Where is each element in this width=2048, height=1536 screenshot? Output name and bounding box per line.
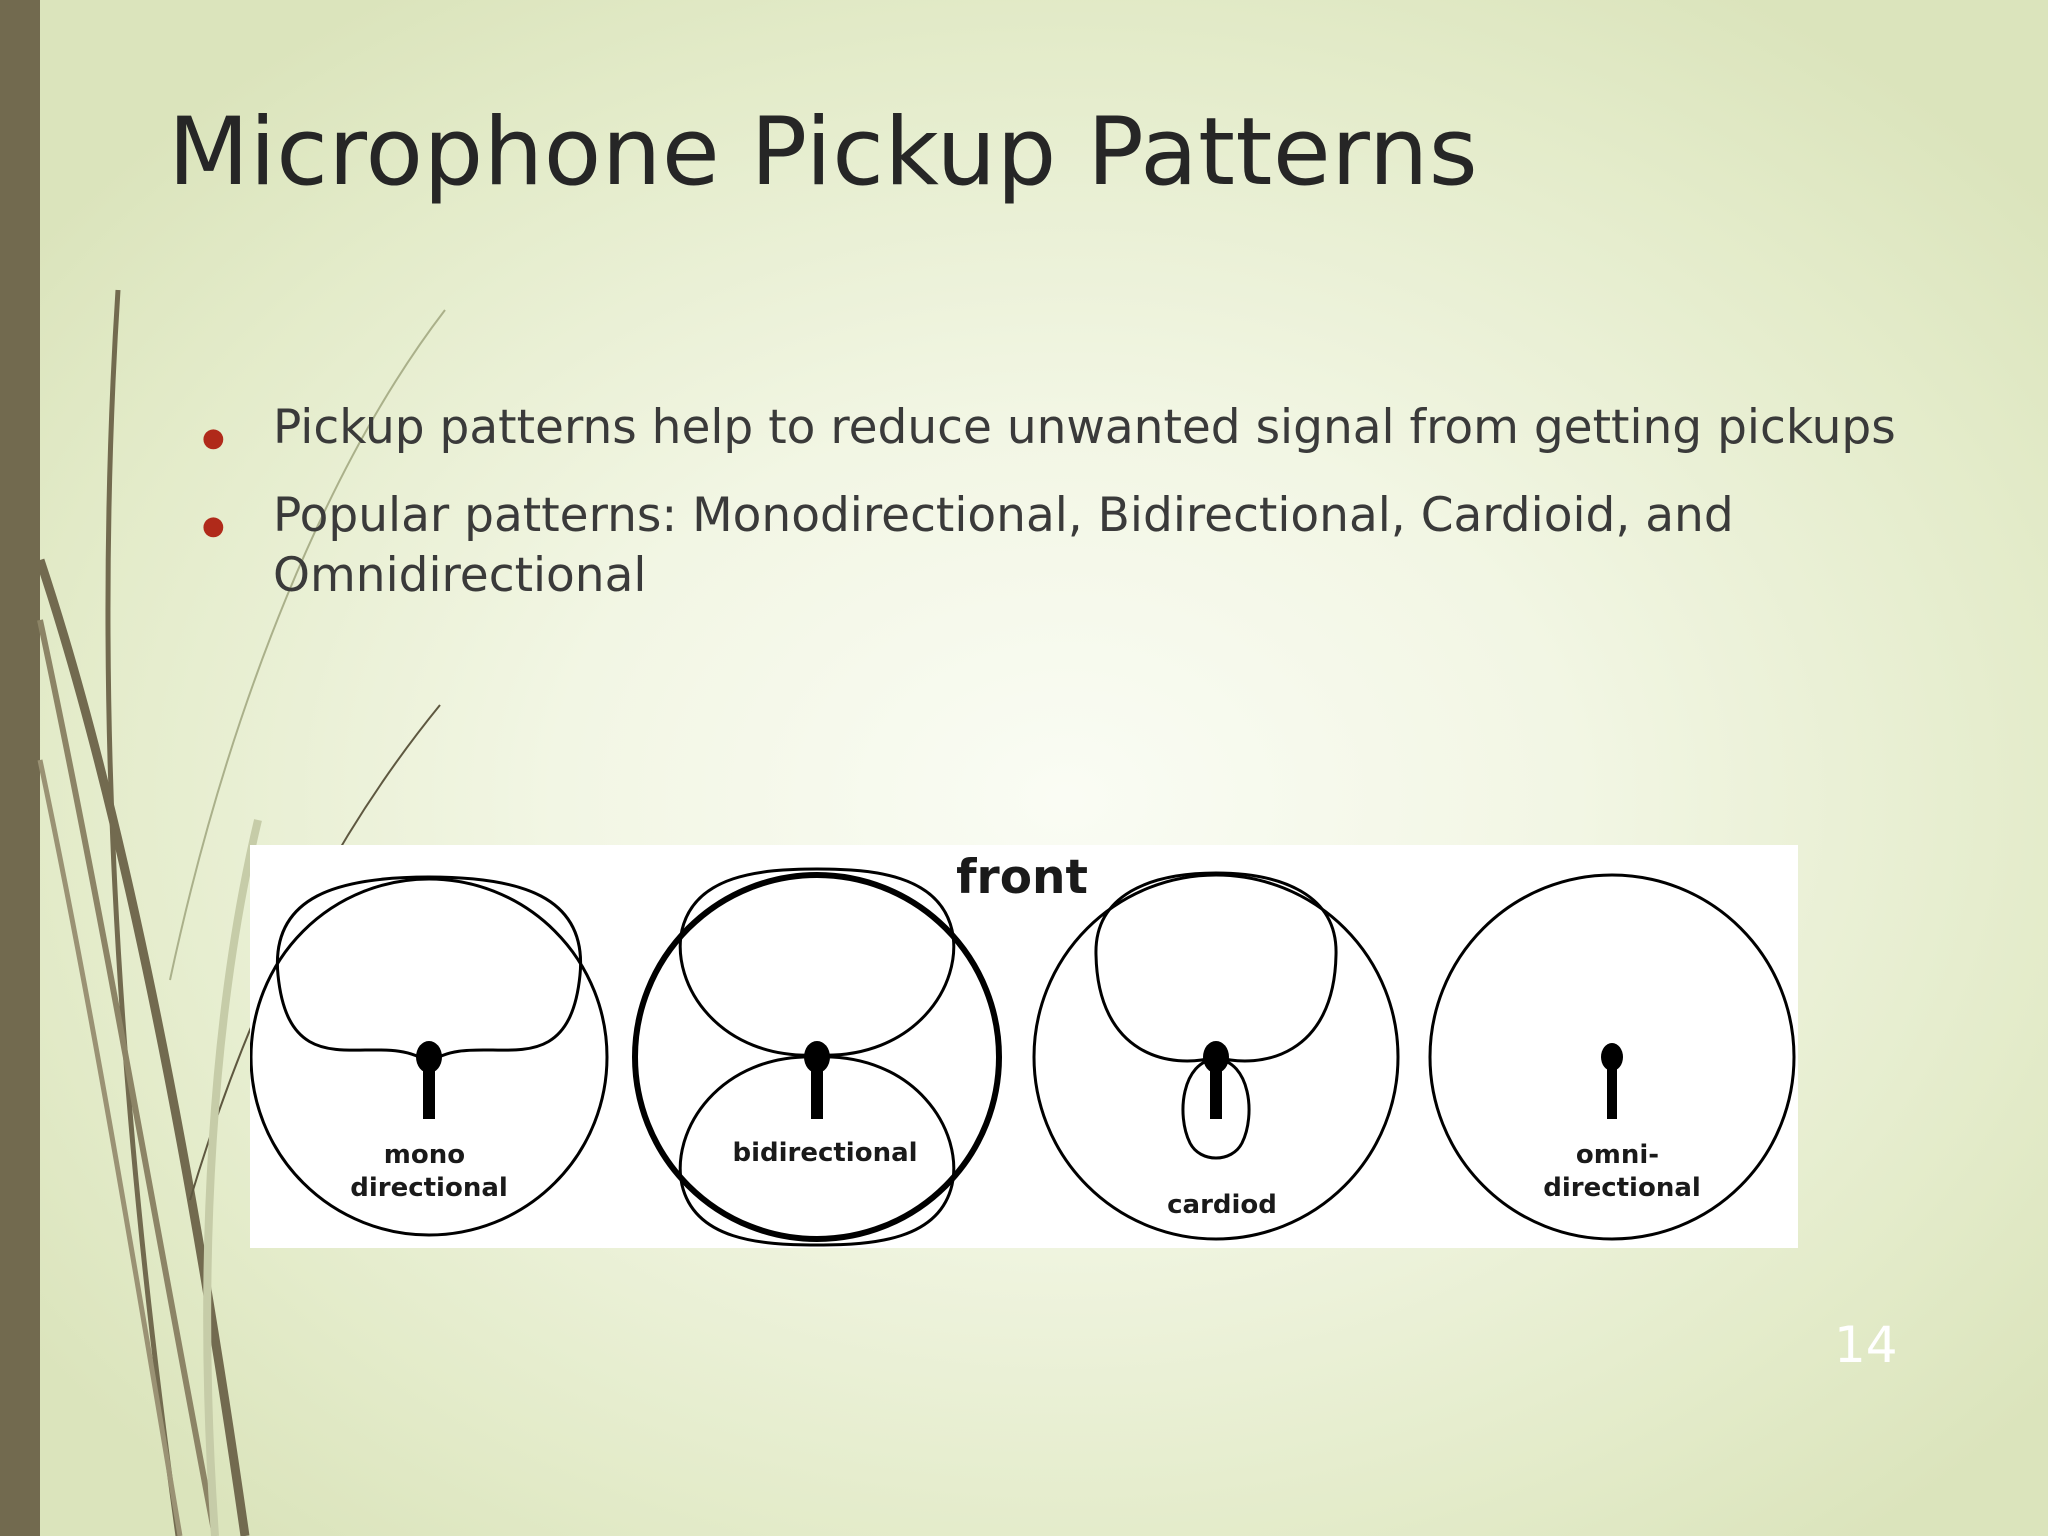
front-lobe [678, 867, 956, 1057]
omnidirectional-pattern: omni- directional [1428, 873, 1796, 1241]
outer-circle [1032, 873, 1400, 1241]
left-accent-bar [0, 0, 40, 1536]
bullet-item: ● Popular patterns: Monodirectional, Bid… [196, 486, 1896, 606]
pickup-patterns-figure: front mono directional bidirectional [250, 845, 1798, 1248]
bullet-text: Pickup patterns help to reduce unwanted … [273, 400, 1896, 455]
pattern-label: omni- directional [1543, 1140, 1701, 1203]
bullet-item: ● Pickup patterns help to reduce unwante… [196, 398, 1896, 458]
microphone-icon [804, 1041, 830, 1119]
outer-circle [632, 872, 1002, 1242]
outer-circle [1428, 873, 1796, 1241]
microphone-icon [416, 1041, 442, 1119]
pattern-label: mono directional [350, 1140, 508, 1203]
slide-page-number: 14 [1834, 1316, 1898, 1374]
pattern-label: bidirectional [732, 1138, 917, 1168]
bullet-text: Popular patterns: Monodirectional, Bidir… [273, 488, 1734, 603]
outer-circle [250, 877, 609, 1237]
rear-lobe [678, 1055, 956, 1247]
monodirectional-pattern: mono directional [250, 875, 609, 1237]
bullet-dot-icon: ● [202, 423, 225, 453]
front-heading: front [956, 850, 1088, 905]
rear-lobe [1181, 1057, 1251, 1160]
pattern-label: cardiod [1167, 1190, 1277, 1220]
bullet-dot-icon: ● [202, 511, 225, 541]
microphone-icon [1203, 1041, 1229, 1119]
pickup-lobe [275, 875, 583, 1065]
front-lobe [1094, 871, 1338, 1063]
bullet-list: ● Pickup patterns help to reduce unwante… [196, 398, 1896, 634]
cardioid-pattern: cardiod [1032, 871, 1400, 1241]
decorative-grass-strokes [35, 289, 446, 1536]
bidirectional-pattern: bidirectional [632, 867, 1002, 1247]
microphone-icon [1601, 1043, 1623, 1119]
slide-title: Microphone Pickup Patterns [168, 98, 1479, 207]
